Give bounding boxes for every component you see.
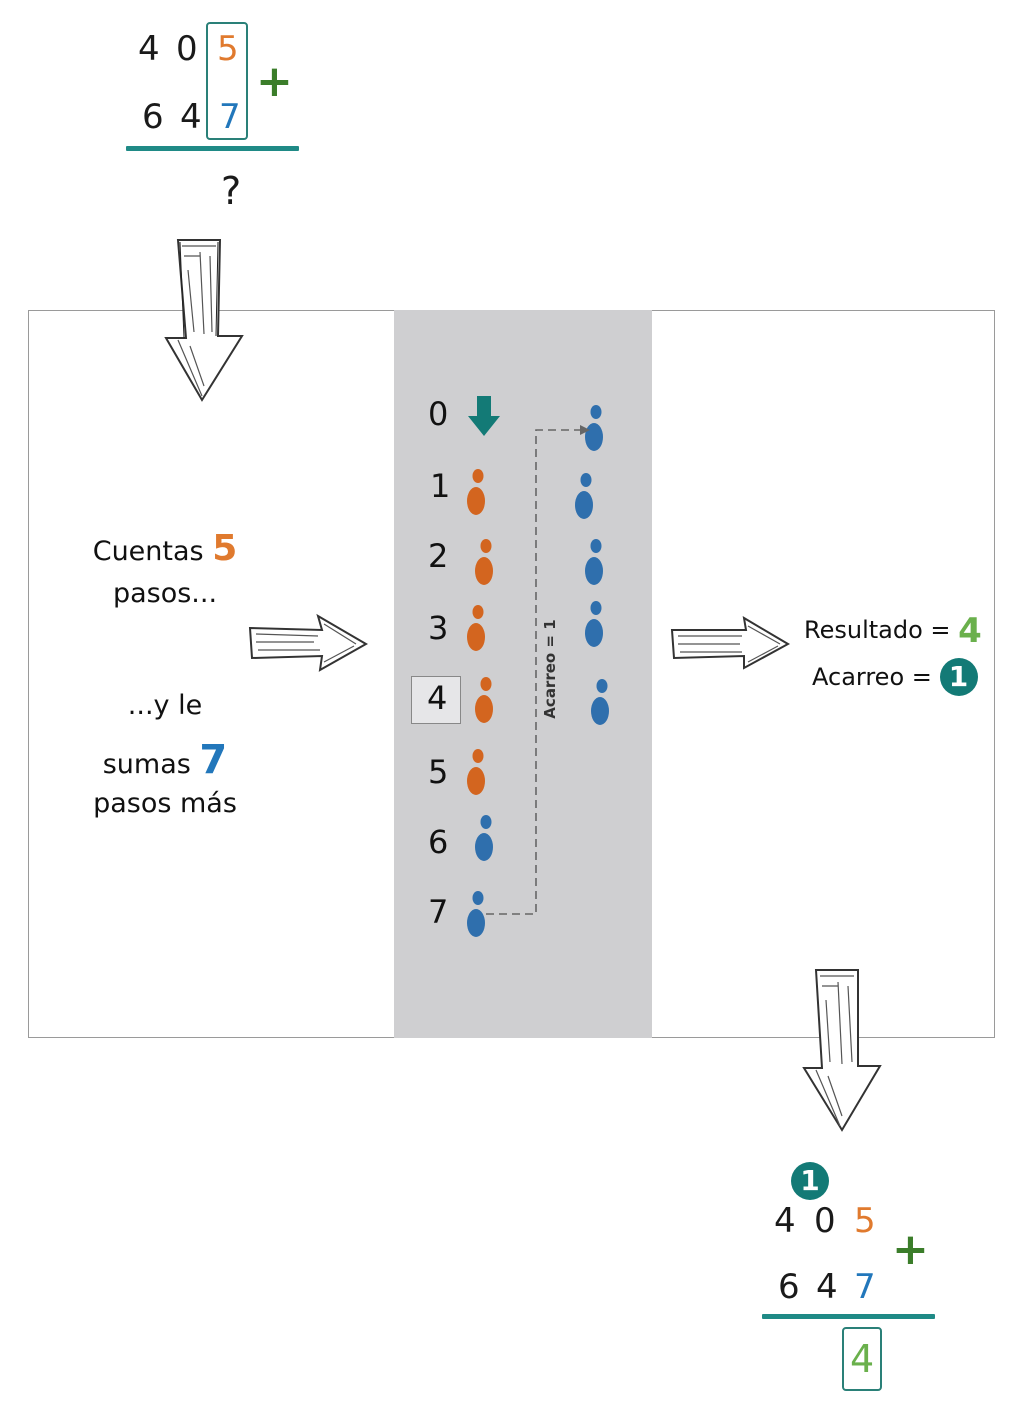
carry-vertical-label: Acarreo = 1 bbox=[541, 619, 559, 719]
left-caption-line4: sumas 7 bbox=[60, 736, 270, 784]
bottom-plus-sign: + bbox=[892, 1224, 929, 1275]
result-label: Resultado = bbox=[804, 616, 951, 644]
count-label: Cuentas bbox=[92, 536, 204, 567]
bottom-digit-units-1: 5 bbox=[854, 1201, 876, 1241]
left-caption-line1: Cuentas 5 bbox=[60, 527, 270, 570]
carry-line: Acarreo = 1 bbox=[812, 658, 978, 696]
teal-down-arrow-icon bbox=[468, 396, 500, 436]
left-caption-line3: ...y le bbox=[127, 690, 203, 721]
bottom-digit-units-2: 7 bbox=[854, 1267, 876, 1307]
step-5: 5 bbox=[428, 753, 449, 791]
sketch-arrow-icon bbox=[802, 969, 882, 1132]
step-2: 2 bbox=[428, 537, 449, 575]
step-3: 3 bbox=[428, 609, 449, 647]
units-column-box bbox=[206, 22, 248, 140]
left-caption-line2: pasos... bbox=[112, 578, 218, 609]
step-4-highlight bbox=[411, 676, 461, 724]
answer-digit: 4 bbox=[850, 1337, 875, 1381]
carry-label: Acarreo = bbox=[812, 663, 932, 691]
top-digit-units-1: 5 bbox=[217, 29, 239, 69]
carry-connector bbox=[486, 425, 590, 915]
result-value: 4 bbox=[958, 611, 982, 651]
sketch-arrow-icon bbox=[248, 613, 369, 672]
plus-sign: + bbox=[256, 56, 293, 107]
step-6: 6 bbox=[428, 823, 449, 861]
bottom-carry-badge: 1 bbox=[791, 1162, 829, 1200]
sketch-arrow-icon bbox=[164, 239, 244, 402]
top-digit-hundreds-2: 6 bbox=[142, 97, 164, 137]
top-digit-hundreds-1: 4 bbox=[138, 29, 160, 69]
bottom-digit-hundreds-1: 4 bbox=[774, 1201, 796, 1241]
unknown-result: ? bbox=[221, 169, 242, 213]
sum-seven: 7 bbox=[199, 737, 228, 783]
step-1: 1 bbox=[430, 467, 451, 505]
step-7: 7 bbox=[428, 893, 449, 931]
bottom-digit-tens-1: 0 bbox=[814, 1201, 836, 1241]
top-digit-tens-2: 4 bbox=[180, 97, 202, 137]
bottom-sum-line bbox=[762, 1314, 935, 1319]
steps-strip bbox=[394, 310, 652, 1038]
sum-line bbox=[126, 146, 299, 151]
step-4: 4 bbox=[427, 679, 448, 717]
answer-box bbox=[842, 1327, 882, 1391]
left-caption-line5: pasos más bbox=[93, 788, 237, 819]
sketch-arrow-icon bbox=[670, 616, 791, 670]
bottom-digit-tens-2: 4 bbox=[816, 1267, 838, 1307]
count-five: 5 bbox=[212, 528, 238, 569]
bottom-digit-hundreds-2: 6 bbox=[778, 1267, 800, 1307]
result-line: Resultado = 4 bbox=[804, 614, 982, 648]
carry-badge: 1 bbox=[939, 658, 978, 696]
sum-label: sumas bbox=[102, 749, 191, 780]
top-digit-tens-1: 0 bbox=[176, 29, 198, 69]
step-0: 0 bbox=[428, 395, 449, 433]
top-digit-units-2: 7 bbox=[219, 97, 241, 137]
